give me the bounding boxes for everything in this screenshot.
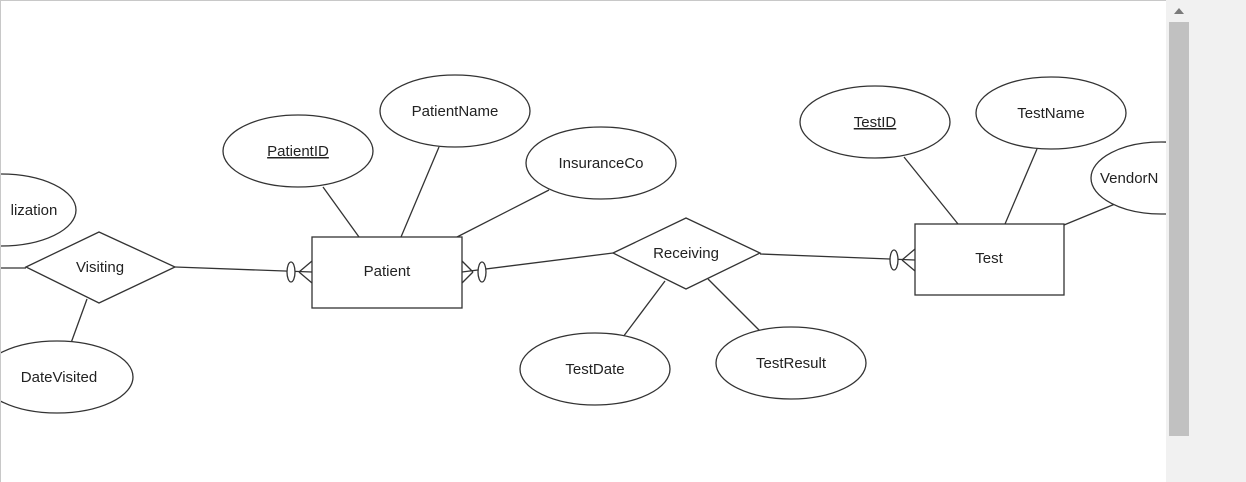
scroll-up-button[interactable] — [1168, 0, 1190, 22]
svg-text:PatientName: PatientName — [412, 103, 499, 120]
connector-lines — [1, 146, 1116, 344]
relationship-visiting: Visiting — [24, 231, 177, 304]
attribute-patientid: PatientID — [222, 114, 374, 188]
attribute-testdate: TestDate — [519, 332, 671, 406]
line-vendorname-test — [1063, 203, 1116, 226]
primary-key-label: PatientID — [267, 143, 329, 160]
relationship-receiving: Receiving — [611, 217, 762, 290]
cardinality-test-left — [889, 248, 916, 272]
diagram-canvas: lization Visiting DateVisited PatientID … — [0, 0, 1166, 482]
svg-text:Receiving: Receiving — [653, 245, 719, 262]
line-patient-receiving — [461, 252, 614, 273]
line-receiving-test — [759, 253, 916, 261]
attribute-testname: TestName — [975, 76, 1127, 150]
line-receiving-testresult — [707, 278, 762, 333]
svg-text:Test: Test — [975, 250, 1003, 267]
attribute-testid: TestID — [799, 85, 951, 159]
attribute-patientname: PatientName — [379, 74, 531, 148]
vertical-scrollbar[interactable] — [1166, 0, 1246, 482]
svg-text:TestDate: TestDate — [565, 361, 624, 378]
svg-text:DateVisited: DateVisited — [21, 369, 97, 386]
svg-text:Patient: Patient — [364, 263, 412, 280]
svg-text:VendorN: VendorN — [1100, 170, 1158, 187]
svg-text:TestResult: TestResult — [756, 355, 827, 372]
entity-patient: Patient — [311, 236, 463, 309]
attribute-testresult: TestResult — [715, 326, 867, 400]
attribute-hospitalization: lization — [1, 173, 77, 247]
cardinality-marks — [286, 248, 916, 284]
cardinality-patient-left — [286, 260, 313, 284]
svg-text:Visiting: Visiting — [76, 259, 124, 276]
line-visiting-datevisited — [70, 298, 88, 344]
attribute-vendorname: VendorN — [1090, 141, 1166, 215]
attribute-datevisited: DateVisited — [1, 340, 134, 414]
svg-text:TestName: TestName — [1017, 105, 1085, 122]
svg-text:lization: lization — [11, 202, 58, 219]
svg-text:InsuranceCo: InsuranceCo — [558, 155, 643, 172]
er-diagram: lization Visiting DateVisited PatientID … — [1, 74, 1166, 414]
primary-key-label: TestID — [854, 114, 897, 131]
entity-test: Test — [914, 223, 1065, 296]
attribute-insuranceco: InsuranceCo — [525, 126, 677, 200]
line-insuranceco-patient — [456, 189, 550, 238]
line-receiving-testdate — [622, 280, 666, 338]
chevron-up-icon — [1174, 8, 1184, 14]
cardinality-patient-right — [461, 260, 487, 284]
line-testname-test — [1004, 148, 1038, 225]
line-patientname-patient — [400, 146, 440, 238]
scroll-thumb[interactable] — [1169, 22, 1189, 436]
line-testid-test — [903, 156, 959, 225]
line-patientid-patient — [322, 186, 360, 238]
